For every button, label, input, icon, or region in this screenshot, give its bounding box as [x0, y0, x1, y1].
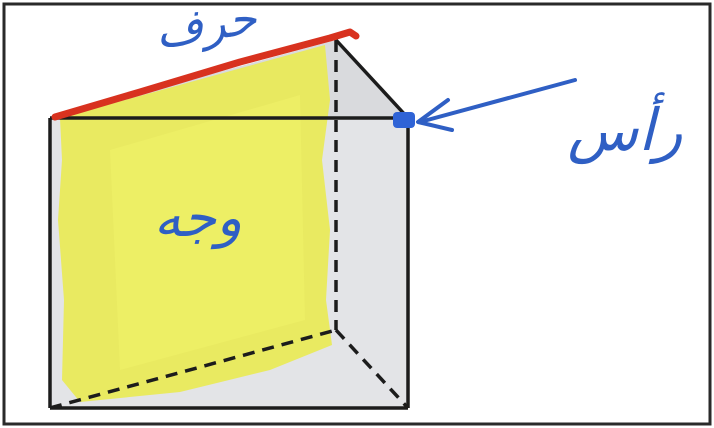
hidden-edge-bottom-left	[49, 328, 337, 410]
vertex-marker	[393, 112, 415, 128]
vertex-label: رأس	[568, 92, 683, 165]
edge-label: حرف	[152, 0, 261, 59]
face-label: وجه	[154, 186, 242, 250]
arrow-head-icon	[416, 98, 454, 132]
highlighted-edge	[51, 28, 360, 121]
vertex-arrow	[418, 78, 577, 124]
highlighted-face-inner	[110, 95, 305, 370]
hidden-edge-bottom-right	[334, 328, 410, 410]
edge-top-right	[334, 38, 410, 120]
